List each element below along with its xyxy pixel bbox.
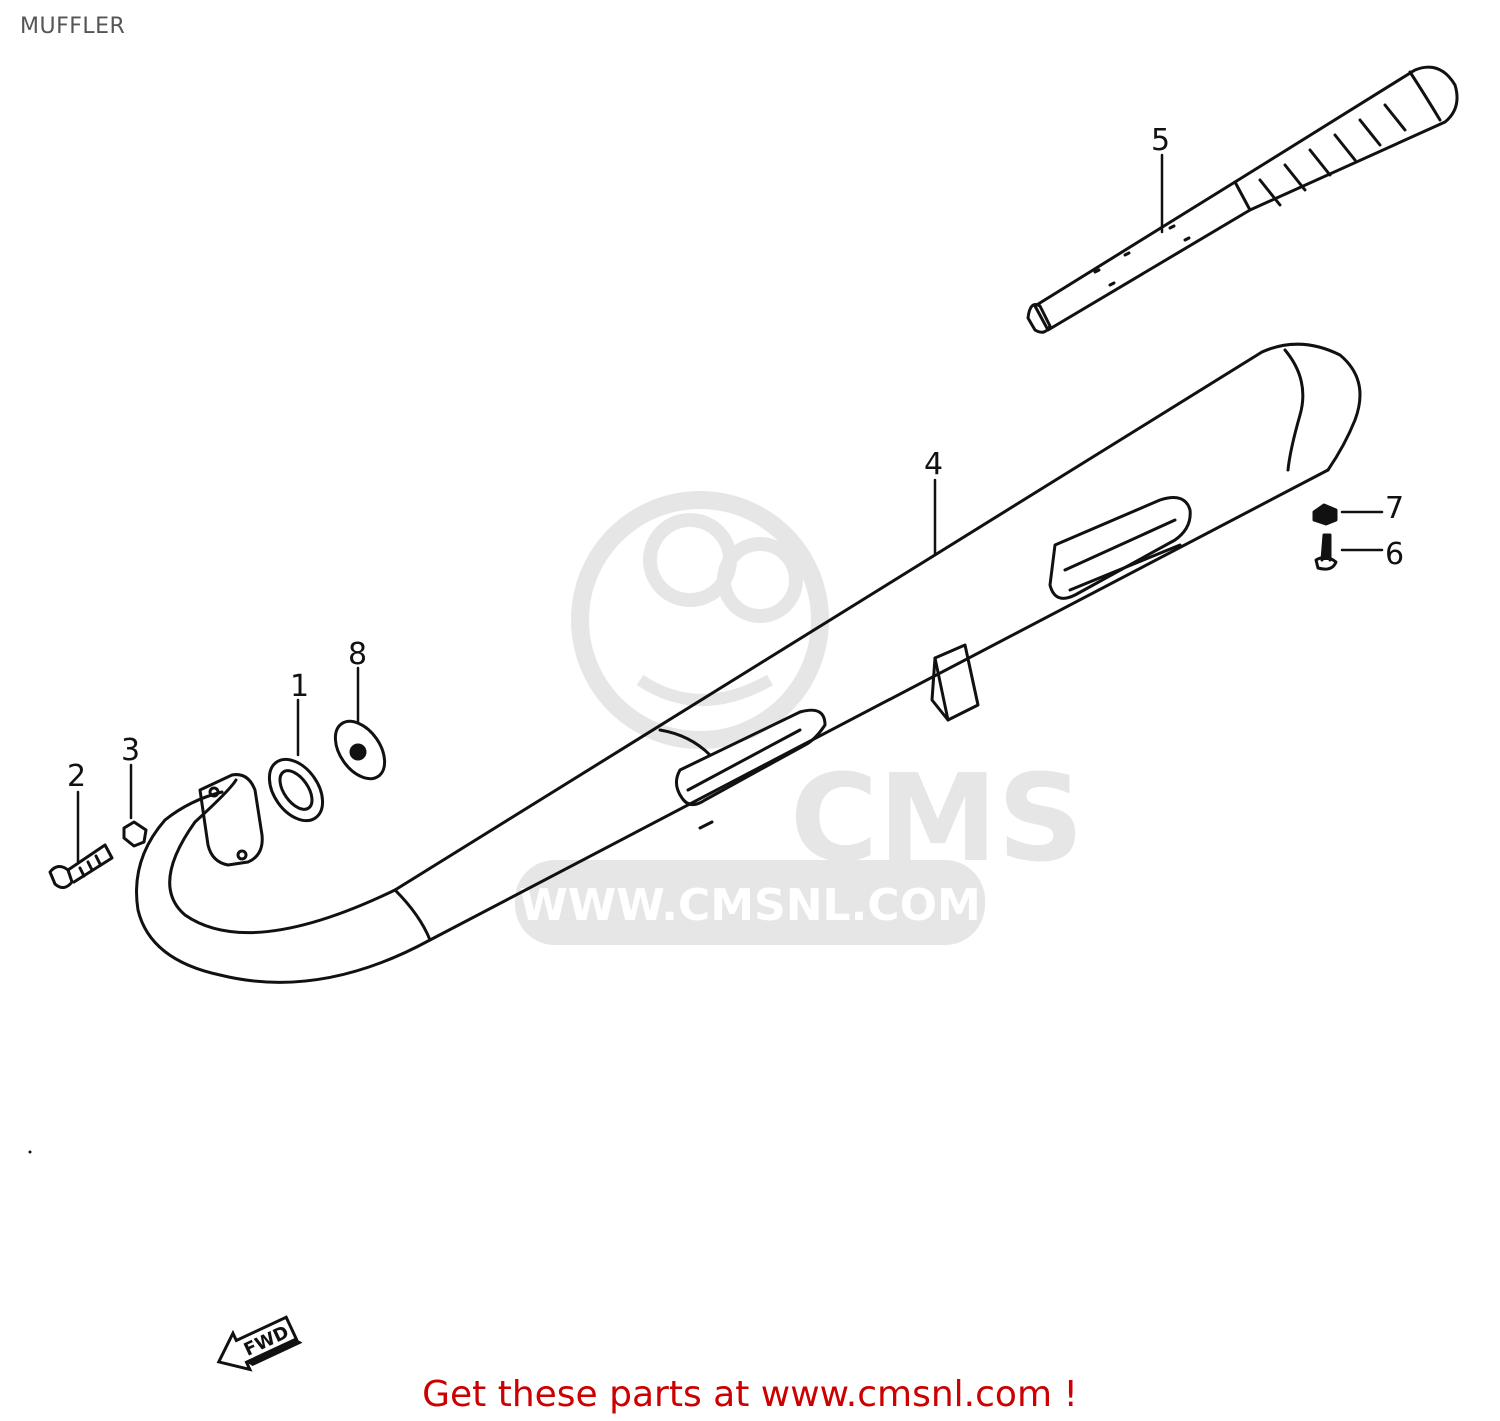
callout-5: 5 [1151,123,1170,158]
part-4-muffler [135,342,1362,984]
part-3-nut [122,820,148,848]
watermark: CMS WWW.CMSNL.COM [515,491,1084,945]
page-title: MUFFLER [20,14,126,39]
callout-3: 3 [121,733,140,768]
callout-numbers: 1 2 3 4 5 6 7 8 [67,123,1404,794]
callout-1: 1 [290,669,309,704]
callout-7: 7 [1385,491,1404,526]
watermark-mascot-ring [571,491,829,749]
part-1-gasket [267,757,325,823]
watermark-url: WWW.CMSNL.COM [519,880,981,931]
callout-4: 4 [924,447,943,482]
stray-dot [28,1150,32,1154]
part-8-washer [333,719,387,781]
part-6-screw [1314,533,1338,571]
get-parts-link[interactable]: Get these parts at www.cmsnl.com ! [422,1374,1078,1415]
fwd-direction-arrow: FWD [216,1315,303,1372]
callout-2: 2 [67,759,86,794]
callout-6: 6 [1385,537,1404,572]
part-7-nut [1312,503,1338,526]
part-5-silencer-insert [1026,65,1459,334]
part-2-bolt [48,843,114,889]
callout-8: 8 [348,637,367,672]
watermark-url-pill [515,860,985,945]
watermark-mascot-goggle-right [717,537,803,623]
leader-lines [76,153,1384,864]
